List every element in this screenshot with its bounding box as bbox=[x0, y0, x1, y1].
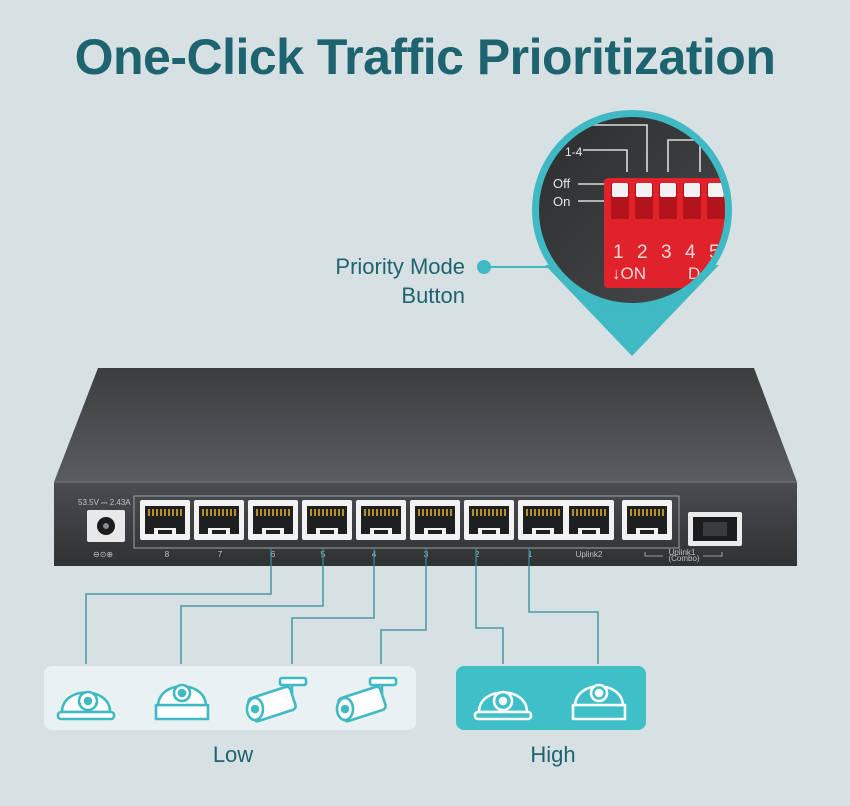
ethernet-port-4[interactable] bbox=[356, 500, 406, 540]
dome-camera-icon bbox=[571, 683, 627, 721]
ethernet-port-6[interactable] bbox=[248, 500, 298, 540]
dip-number-4: 4 bbox=[685, 242, 696, 263]
dip-on-marker: ↓ON bbox=[612, 264, 646, 283]
dip-switch-toggles[interactable] bbox=[611, 183, 725, 219]
network-switch: 53.5V ⎓ 2.43A ⊖⊙⊕ 8 7 6 5 4 3 2 1 Upl bbox=[54, 368, 797, 566]
dip-number-2: 2 bbox=[637, 242, 648, 263]
ethernet-port-uplink1[interactable] bbox=[622, 500, 672, 540]
ethernet-port-3[interactable] bbox=[410, 500, 460, 540]
dip-toggle-2[interactable] bbox=[636, 183, 652, 197]
ethernet-port-2[interactable] bbox=[464, 500, 514, 540]
ethernet-port-5[interactable] bbox=[302, 500, 352, 540]
port-label-uplink2: Uplink2 bbox=[576, 550, 603, 559]
priority-mode-callout-label: Priority Mode Button bbox=[300, 252, 465, 310]
port-label-uplink1: Uplink1 bbox=[669, 548, 696, 557]
dome-camera-icon bbox=[473, 690, 533, 721]
polarity-icon: ⊖⊙⊕ bbox=[93, 550, 113, 559]
ethernet-ports bbox=[140, 500, 672, 540]
port-label-combo: (Combo) bbox=[668, 554, 699, 563]
high-group-cameras bbox=[473, 683, 627, 721]
dip-toggle-1[interactable] bbox=[612, 183, 628, 197]
power-rating-label: 53.5V ⎓ 2.43A bbox=[78, 498, 131, 507]
dip-group-label: 1-4 bbox=[565, 145, 583, 159]
zoom-callout: 1-4 Off On 1 2 3 4 5 bbox=[532, 110, 732, 356]
switch-top-cover bbox=[54, 368, 797, 482]
callout-dot bbox=[477, 260, 491, 274]
callout-label-line1: Priority Mode bbox=[335, 254, 465, 279]
dome-camera-icon bbox=[56, 690, 116, 721]
dip-on-label: On bbox=[553, 194, 570, 209]
dip-number-3: 3 bbox=[661, 242, 672, 263]
low-group-label: Low bbox=[212, 742, 254, 767]
low-group-cameras bbox=[56, 676, 398, 723]
port-label-8: 8 bbox=[165, 550, 170, 559]
dip-number-1: 1 bbox=[613, 242, 624, 263]
ethernet-port-1[interactable] bbox=[518, 500, 568, 540]
dip-number-5: 5 bbox=[709, 242, 720, 263]
bullet-camera-icon bbox=[335, 676, 398, 723]
callout-label-line2: Button bbox=[401, 283, 465, 308]
dip-toggle-5[interactable] bbox=[708, 183, 724, 197]
high-group-label: High bbox=[530, 742, 576, 767]
port-label-7: 7 bbox=[218, 550, 223, 559]
low-priority-group bbox=[44, 666, 416, 730]
bullet-camera-icon bbox=[245, 676, 308, 723]
connection-lines bbox=[85, 548, 599, 664]
port-label-2: 2 bbox=[475, 550, 480, 559]
port-label-1: 1 bbox=[528, 550, 533, 559]
dip-toggle-3[interactable] bbox=[660, 183, 676, 197]
port-frame bbox=[133, 495, 680, 549]
ethernet-port-uplink2[interactable] bbox=[564, 500, 614, 540]
ethernet-port-7[interactable] bbox=[194, 500, 244, 540]
dip-off-label: Off bbox=[553, 176, 570, 191]
port-label-6: 6 bbox=[271, 550, 276, 559]
dip-toggle-4[interactable] bbox=[684, 183, 700, 197]
page-title: One-Click Traffic Prioritization bbox=[74, 29, 776, 85]
dome-camera-icon bbox=[154, 683, 210, 721]
ethernet-port-8[interactable] bbox=[140, 500, 190, 540]
